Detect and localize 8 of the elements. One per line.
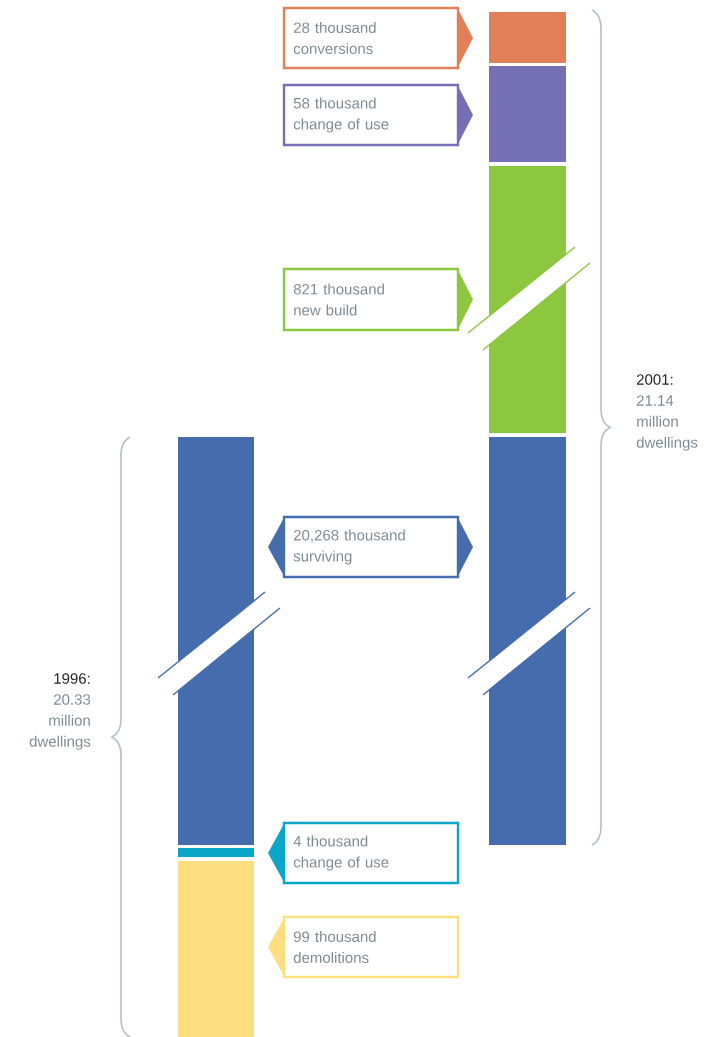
brace-label: 2001: 21.14 million dwellings bbox=[636, 374, 698, 451]
brace-label: 1996: 20.33 million dwellings bbox=[29, 673, 91, 750]
callout-box: 821 thousand new build bbox=[282, 267, 473, 332]
callout-box: 99 thousand demolitions bbox=[268, 915, 460, 979]
callout-box: 20,268 thousand surviving bbox=[268, 515, 473, 579]
callout-box: 4 thousand change of use bbox=[268, 821, 460, 885]
callout-box: 28 thousand conversions bbox=[282, 6, 473, 70]
callout-box: 58 thousand change of use bbox=[282, 83, 473, 147]
